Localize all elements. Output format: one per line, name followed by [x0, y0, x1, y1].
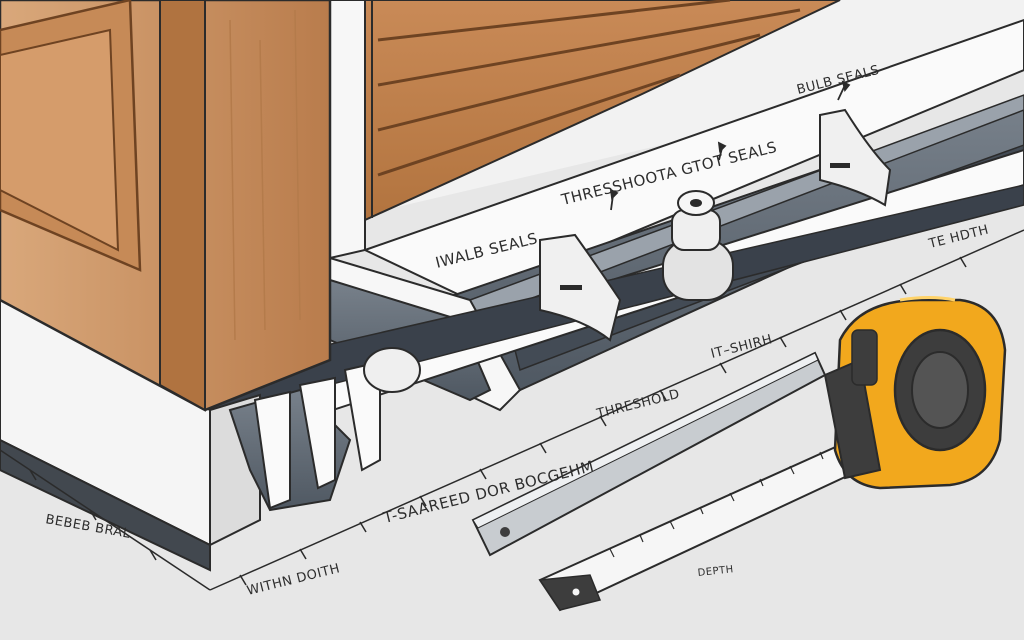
slot-seal-plug	[662, 190, 734, 301]
bulb-seal-2	[819, 108, 892, 207]
dimension-ticks	[0, 229, 1024, 591]
t-shaped-door-bottom	[228, 347, 421, 512]
door-panel	[0, 0, 332, 412]
callout-arrows	[609, 80, 851, 211]
door-jamb	[329, 0, 366, 260]
label-depth: DEPTH	[697, 564, 734, 579]
bulb-seal-1	[539, 233, 622, 342]
tape-measure	[823, 296, 1007, 490]
